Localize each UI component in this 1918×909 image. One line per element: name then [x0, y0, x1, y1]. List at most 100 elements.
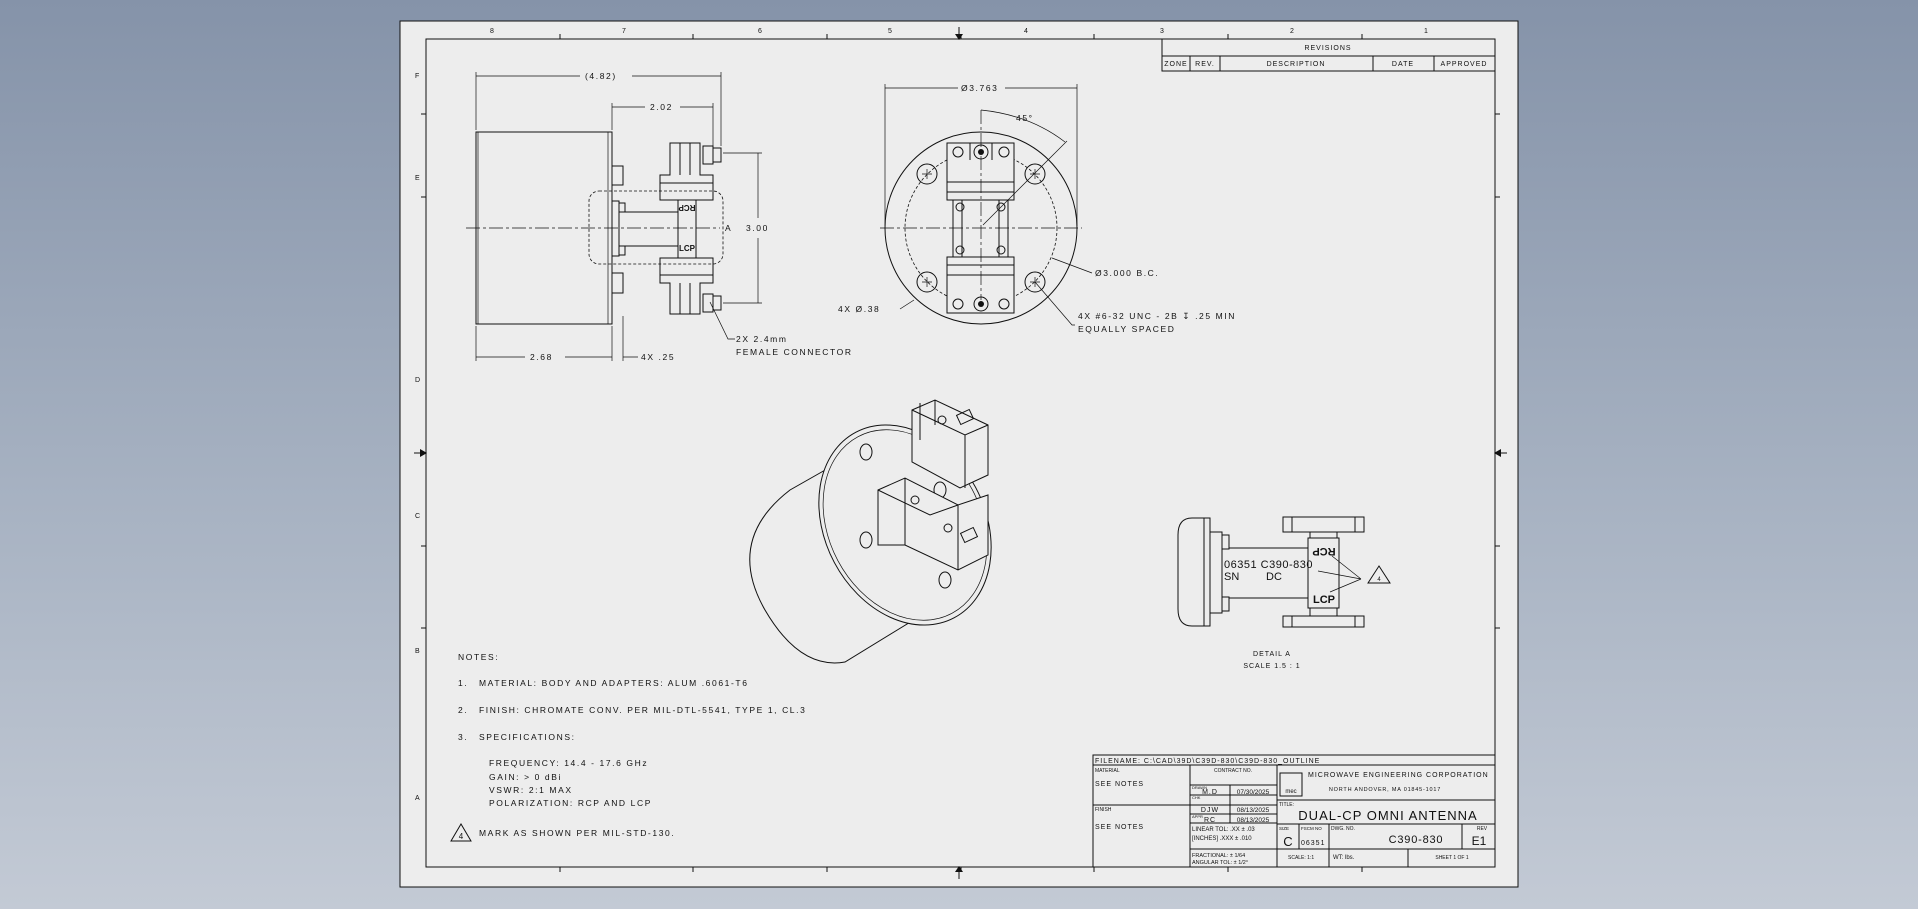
connector-note: 2X 2.4mm	[736, 334, 788, 344]
rev-label: REV	[1477, 826, 1488, 832]
notes-block: NOTES: 1. MATERIAL: BODY AND ADAPTERS: A…	[450, 652, 806, 842]
sheet-number: SHEET 1 OF 1	[1435, 855, 1468, 861]
note-text: SPECIFICATIONS:	[479, 732, 576, 742]
note-text: FINISH: CHROMATE CONV. PER MIL-DTL-5541,…	[479, 705, 806, 715]
dim-adapter-length: 2.02	[650, 102, 673, 112]
approval-role: CHK	[1192, 795, 1201, 800]
marking-dc: DC	[1266, 571, 1282, 583]
dim-body-length: 2.68	[530, 352, 553, 362]
zone-label: E	[415, 175, 421, 182]
material-label: MATERIAL	[1095, 768, 1120, 774]
marking-sn: SN	[1224, 571, 1239, 583]
contract-label: CONTRACT NO.	[1214, 768, 1252, 774]
spec-gain: GAIN: > 0 dBi	[489, 772, 562, 782]
approval-date: 08/13/2025	[1237, 807, 1270, 814]
finish-value: SEE NOTES	[1095, 824, 1144, 831]
zone-label: 3	[1160, 28, 1165, 35]
flag-number: 4	[459, 832, 464, 841]
company-logo-text: mec	[1285, 789, 1296, 795]
fscm-label: FSCM NO	[1301, 826, 1322, 831]
zone-label: 2	[1290, 28, 1295, 35]
zone-markers: 8 7 6 5 4 3 2 1 F E D C B A	[414, 27, 1507, 879]
weight: WT: lbs.	[1333, 855, 1355, 861]
revisions-title: REVISIONS	[1304, 45, 1351, 52]
detail-title: DETAIL A	[1253, 651, 1291, 658]
zone-label: 4	[1024, 28, 1029, 35]
finish-label: FINISH	[1095, 807, 1112, 813]
approval-date: 08/13/2025	[1237, 817, 1270, 824]
drawing-title: DUAL-CP OMNI ANTENNA	[1298, 808, 1477, 823]
thread-note: 4X #6-32 UNC - 2B ↧ .25 MIN	[1078, 311, 1236, 321]
fscm-number: 06351	[1301, 840, 1325, 847]
approval-role: DRAWN	[1192, 785, 1207, 790]
flag-note-text: MARK AS SHOWN PER MIL-STD-130.	[479, 828, 675, 838]
lcp-label: LCP	[679, 244, 696, 253]
flag-note-triangle	[450, 823, 472, 842]
zone-label: 8	[490, 28, 495, 35]
dim-outer-diameter: Ø3.763	[961, 83, 998, 93]
approval-role: APPR	[1192, 814, 1203, 819]
note-number: 2.	[458, 705, 468, 715]
detail-view-a: RCP LCP 06351 C390-830 SN DC 4 DETAIL A …	[1177, 516, 1391, 670]
title-block: FILENAME: C:\CAD\39D\C39D-830\C39D-830_O…	[1092, 754, 1496, 868]
detail-flag-number: 4	[1377, 577, 1381, 583]
dim-connector-spacing: 3.00	[746, 223, 769, 233]
scale: SCALE: 1:1	[1288, 855, 1314, 861]
revisions-header: DESCRIPTION	[1267, 61, 1326, 68]
company-logo	[1279, 772, 1303, 797]
zone-label: C	[415, 513, 421, 520]
company-name: MICROWAVE ENGINEERING CORPORATION	[1308, 772, 1489, 779]
zone-label: 7	[622, 28, 627, 35]
dim-pad: 4X .25	[641, 352, 675, 362]
detail-scale: SCALE 1.5 : 1	[1243, 663, 1300, 670]
drawing-number: C390-830	[1389, 834, 1444, 846]
dim-bolt-circle: Ø3.000 B.C.	[1095, 268, 1159, 278]
zone-label: B	[415, 648, 421, 655]
approval-date: 07/30/2025	[1237, 789, 1270, 796]
marking-part-number: 06351 C390-830	[1224, 559, 1313, 571]
note-number: 3.	[458, 732, 468, 742]
spec-vswr: VSWR: 2:1 MAX	[489, 785, 573, 795]
rcp-label: RCP	[678, 203, 696, 212]
tolerance-linear: LINEAR TOL: .XX ± .03	[1192, 827, 1255, 833]
connector-note-2: FEMALE CONNECTOR	[736, 347, 853, 357]
tolerance-fractional: FRACTIONAL: ± 1/64	[1192, 853, 1245, 859]
revision: E1	[1472, 834, 1487, 848]
front-view: RCP LCP A (4.82) 2.02 3.00 2.68 4X .25 2…	[466, 71, 853, 362]
zone-label: 5	[888, 28, 893, 35]
detail-callout: A	[725, 223, 732, 233]
tolerance-angular: ANGULAR TOL: ± 1/2°	[1192, 860, 1248, 866]
detail-lcp-label: LCP	[1313, 594, 1335, 606]
revisions-header: DATE	[1392, 61, 1414, 68]
top-view: Ø3.763 45° Ø3.000 B.C. 4X Ø.38 4X #6-32 …	[838, 83, 1236, 334]
detail-a-boundary	[588, 190, 724, 265]
thread-note-2: EQUALLY SPACED	[1078, 324, 1176, 334]
note-number: 1.	[458, 678, 468, 688]
company-address: NORTH ANDOVER, MA 01845-1017	[1329, 787, 1441, 793]
revisions-header: ZONE	[1164, 61, 1187, 68]
title-label: TITLE:	[1279, 802, 1294, 808]
spec-polarization: POLARIZATION: RCP AND LCP	[489, 798, 652, 808]
revisions-header: REV.	[1195, 61, 1215, 68]
zone-label: D	[415, 377, 421, 384]
filename: FILENAME: C:\CAD\39D\C39D-830\C39D-830_O…	[1095, 758, 1320, 765]
zone-label: F	[415, 73, 420, 80]
approval-name: M.D	[1202, 789, 1218, 796]
dim-angle: 45°	[1016, 113, 1034, 123]
material-value: SEE NOTES	[1095, 781, 1144, 788]
zone-label: A	[415, 795, 421, 802]
approval-name: RC	[1204, 817, 1216, 824]
spec-frequency: FREQUENCY: 14.4 - 17.6 GHz	[489, 758, 648, 768]
detail-rcp-label: RCP	[1312, 545, 1335, 557]
flag-note-triangle	[1367, 565, 1391, 584]
note-text: MATERIAL: BODY AND ADAPTERS: ALUM .6061-…	[479, 678, 749, 688]
zone-label: 1	[1424, 28, 1429, 35]
dim-overall-length: (4.82)	[585, 71, 617, 81]
approval-name: DJW	[1201, 807, 1219, 814]
sheet-size: C	[1283, 834, 1292, 849]
isometric-view	[749, 399, 992, 664]
dwg-no-label: DWG. NO.	[1331, 826, 1355, 832]
revisions-header: APPROVED	[1441, 61, 1488, 68]
dim-hole-diameter: 4X Ø.38	[838, 304, 880, 314]
